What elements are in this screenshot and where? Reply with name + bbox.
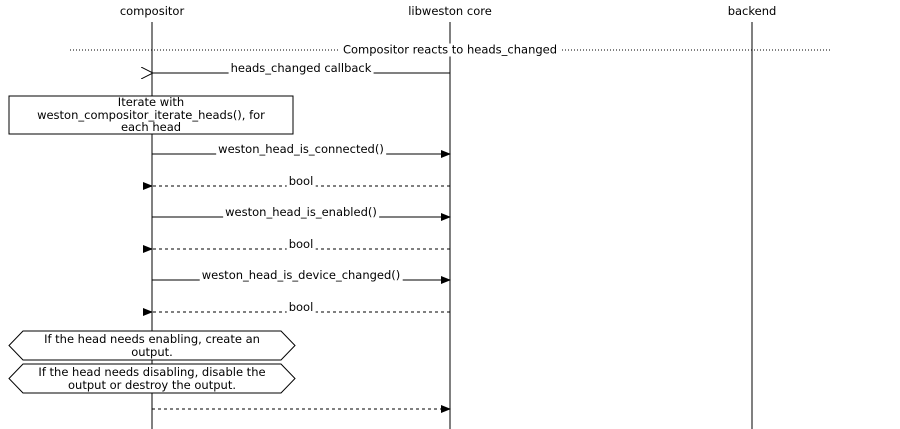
note-line: If the head needs enabling, create an <box>44 332 260 346</box>
lifeline-lines <box>151 22 753 429</box>
note-line: output. <box>131 344 173 359</box>
note-line: output or destroy the output. <box>68 377 236 392</box>
message-label-weston-head-is-device-changed: weston_head_is_device_changed() <box>199 268 403 282</box>
note-line: each head <box>120 120 182 135</box>
note-shape-iterate-heads-note <box>8 95 294 135</box>
note-shapes <box>8 95 296 394</box>
separator-label: Compositor reacts to heads_changed <box>339 43 561 57</box>
lifeline-label-compositor: compositor <box>119 4 185 18</box>
note-line: Iterate with <box>117 95 185 110</box>
note-shape-enable-head-note <box>8 330 296 361</box>
note-line: If the head needs disabling, disable the <box>38 365 266 379</box>
message-label-heads-changed-callback: heads_changed callback <box>228 61 374 75</box>
lifeline-label-libweston-core: libweston core <box>408 4 492 18</box>
message-label-bool-device-changed: bool <box>286 300 316 314</box>
note-shape-disable-head-note <box>8 363 296 394</box>
lifeline-label-backend: backend <box>727 4 777 18</box>
message-label-bool-enabled: bool <box>286 237 316 251</box>
note-text-disable-head-note: If the head needs disabling, disable the… <box>9 366 295 391</box>
message-label-weston-head-is-connected: weston_head_is_connected() <box>216 142 386 156</box>
message-label-weston-head-is-enabled: weston_head_is_enabled() <box>223 205 379 219</box>
message-label-bool-connected: bool <box>286 174 316 188</box>
note-line: weston_compositor_iterate_heads(), for <box>37 107 265 122</box>
